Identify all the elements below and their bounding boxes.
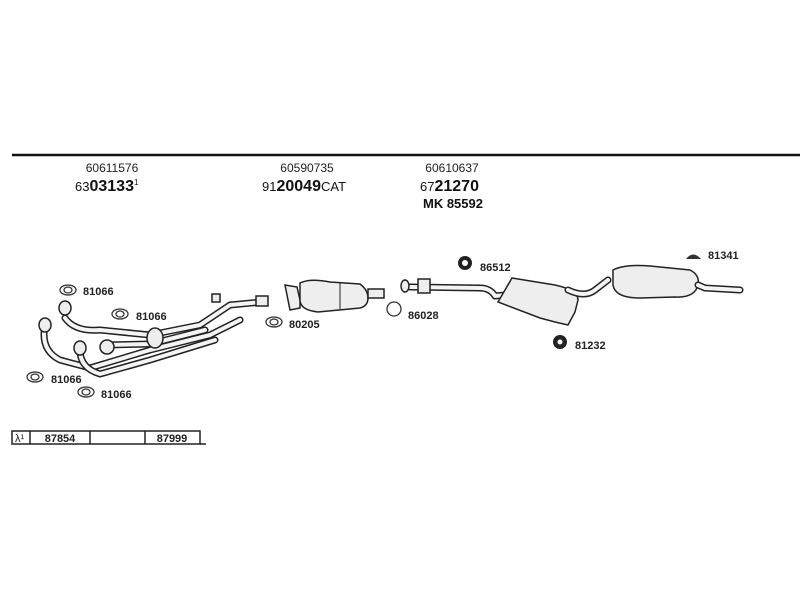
ref-number: 60590735 xyxy=(280,161,334,175)
footer-table: λ¹ 87854 87999 xyxy=(11,430,206,445)
svg-text:81066: 81066 xyxy=(136,311,167,323)
part-label-gasket-2: 81066 xyxy=(111,308,167,323)
catalytic-converter xyxy=(284,279,385,313)
part-label-gasket-4: 81066 xyxy=(77,386,132,401)
part-label-hanger-3: 81341 xyxy=(686,250,739,262)
mounting-kit-number: MK 85592 xyxy=(423,196,483,211)
column-header-1: 60611576 63031331 xyxy=(75,161,139,195)
part-label-ring: 86028 xyxy=(386,301,439,322)
lambda-sensor-label: λ¹ xyxy=(15,433,25,445)
svg-text:81066: 81066 xyxy=(101,389,132,401)
svg-text:80205: 80205 xyxy=(289,319,320,331)
svg-text:81341: 81341 xyxy=(708,250,739,262)
part-label-gasket-cat: 80205 xyxy=(265,316,320,331)
svg-text:81232: 81232 xyxy=(575,340,606,352)
column-header-3: 60610637 6721270 MK 85592 xyxy=(420,161,483,211)
rear-silencer xyxy=(612,264,744,299)
part-number: 6721270 xyxy=(420,178,479,195)
part-label-gasket-3: 81066 xyxy=(26,371,82,386)
svg-text:81066: 81066 xyxy=(83,286,114,298)
table-cell: 87999 xyxy=(157,433,188,445)
ref-number: 60610637 xyxy=(425,161,479,175)
part-label-hanger-1: 86512 xyxy=(458,256,511,274)
svg-text:81066: 81066 xyxy=(51,374,82,386)
svg-text:86028: 86028 xyxy=(408,310,439,322)
part-number: 9120049CAT xyxy=(262,178,346,195)
svg-text:86512: 86512 xyxy=(480,262,511,274)
column-header-2: 60590735 9120049CAT xyxy=(262,161,346,195)
part-label-gasket-1: 81066 xyxy=(59,284,114,298)
front-pipe-manifold xyxy=(38,293,269,378)
table-cell: 87854 xyxy=(45,433,76,445)
ref-number: 60611576 xyxy=(86,161,139,175)
middle-silencer xyxy=(400,276,612,326)
part-number: 63031331 xyxy=(75,178,139,195)
part-label-hanger-2: 81232 xyxy=(553,335,606,352)
